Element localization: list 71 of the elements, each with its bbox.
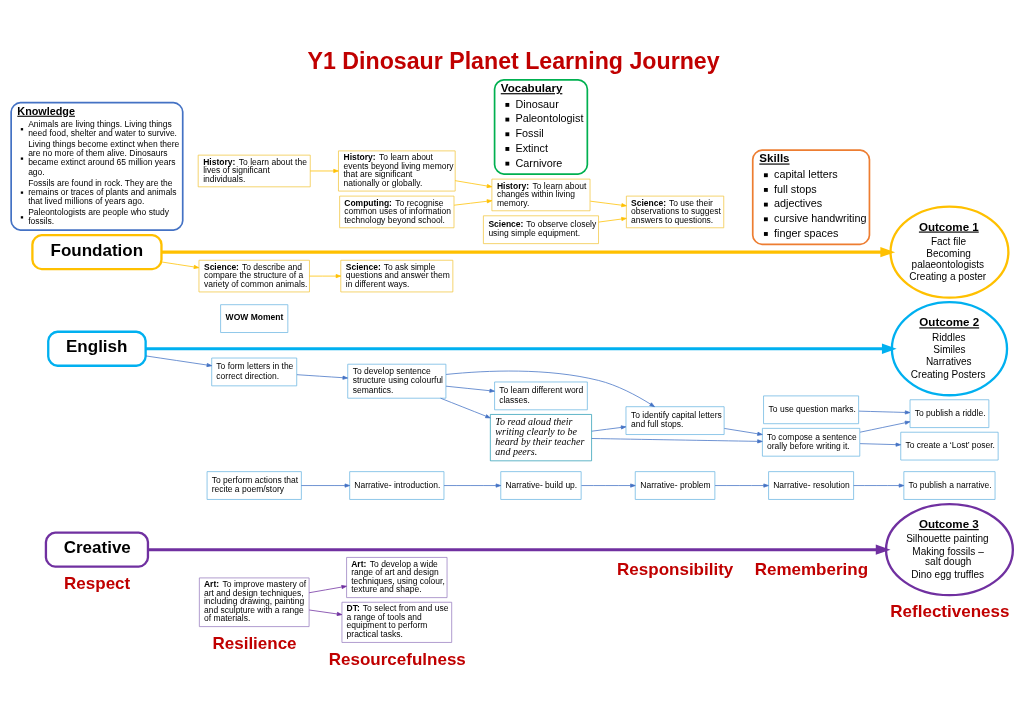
arrow xyxy=(581,483,636,488)
arrow xyxy=(161,261,200,269)
node-box: Vocabulary Dinosaur Paleontologist Fossil Extinct Carnivore xyxy=(493,78,589,175)
node-box: Foundation xyxy=(31,233,163,271)
arrow xyxy=(858,410,911,415)
arrow xyxy=(724,428,763,436)
node-box: To create a ‘Lost’ poser. xyxy=(900,431,999,461)
node-ellipse: Outcome 3 Silhouette painting Making fossils – salt dough Dino egg truffles xyxy=(884,503,1015,597)
node-box: To use question marks. xyxy=(763,395,859,425)
node-box: Science: To describe and compare the structure of a variety of common animals. xyxy=(198,259,310,293)
node-box: Science: To observe closely using simple equipment. xyxy=(483,215,599,244)
node-box: English xyxy=(47,330,147,367)
arrow xyxy=(161,247,896,258)
node-box: Computing: To recognise common uses of information technology beyond school. xyxy=(339,195,455,229)
arrow xyxy=(591,438,763,444)
arrow xyxy=(859,420,911,433)
node-box: To form letters in the correct direction. xyxy=(211,357,298,387)
node-box: Knowledge Animals are living things. Living things need food, shelter and water to survive. Living things become extinct when there are no more of them alive. Dinosaurs became extinct around 65 million years ago. Fossils are found in rock. They are the remains or traces of plants and animals that lived millions of years ago. Paleontologists are people who study fossils. xyxy=(10,101,184,231)
label: Resilience xyxy=(212,634,297,654)
node-box: To identify capital letters and full stops. xyxy=(625,406,725,435)
node-box: Narrative- introduction. xyxy=(349,471,445,500)
arrow xyxy=(145,343,897,354)
arrow xyxy=(309,274,342,279)
node-box: Narrative- resolution xyxy=(768,471,854,500)
arrow xyxy=(445,385,495,393)
arrow xyxy=(589,200,627,208)
arrow xyxy=(148,544,891,555)
arrow xyxy=(859,442,902,447)
label: Respect xyxy=(64,573,131,593)
arrow xyxy=(440,397,491,419)
node-box: Science: To ask simple questions and answer them in different ways. xyxy=(340,259,454,293)
node-box: To develop sentence structure using colourful semantics. xyxy=(347,363,447,399)
arrow xyxy=(853,483,905,488)
node-box: Narrative- build up. xyxy=(500,471,582,500)
node-box: Skills capital letters full stops adjectives cursive handwriting finger spaces xyxy=(751,149,871,246)
label: Reflectiveness xyxy=(890,602,1010,622)
node-box: To perform actions that recite a poem/story xyxy=(206,471,302,500)
node-box: To compose a sentence orally before writing it. xyxy=(762,427,861,457)
arrow xyxy=(309,168,339,173)
arrow xyxy=(445,370,655,408)
node-box: Art: To improve mastery of art and design techniques, including drawing, painting and sculpture with a range of materials. xyxy=(198,577,310,627)
node-box: WOW Moment xyxy=(220,304,289,333)
node-box: Art: To develop a wide range of art and design techniques, using colour, texture and shape. xyxy=(346,557,448,598)
arrow xyxy=(308,585,347,594)
node-box: To learn different word classes. xyxy=(494,381,588,411)
arrow xyxy=(598,217,627,223)
node-box: Creative xyxy=(44,531,150,568)
arrow xyxy=(453,199,493,206)
arrow xyxy=(443,483,502,488)
arrow xyxy=(296,374,348,380)
diagram-title: Y1 Dinosaur Planet Learning Journey xyxy=(307,47,720,74)
node-ellipse: Outcome 1 Fact file Becoming palaeontologists Creating a poster xyxy=(889,205,1010,299)
label: Responsibility xyxy=(617,559,734,579)
node-ellipse: Outcome 2 Riddles Similes Narratives Creating Posters xyxy=(890,301,1009,397)
node-box: Narrative- problem xyxy=(634,471,716,500)
node-box: To read aloud their writing clearly to be heard by their teacher and peers. xyxy=(489,414,592,462)
arrow xyxy=(714,483,769,488)
arrow xyxy=(591,425,627,432)
node-box: To publish a narrative. xyxy=(903,471,996,500)
arrow xyxy=(454,180,493,189)
arrow xyxy=(301,483,350,488)
arrow xyxy=(145,355,213,367)
label: Resourcefulness xyxy=(328,649,466,669)
arrow xyxy=(308,609,343,616)
node-box: Science: To use their observations to suggest answers to questions. xyxy=(626,195,725,229)
node-box: DT: To select from and use a range of tools and equipment to perform practical tasks. xyxy=(341,601,453,643)
label: Remembering xyxy=(754,559,869,579)
node-box: History: To learn about changes within living memory. xyxy=(491,178,591,212)
node-box: History: To learn about events beyond living memory that are significant nationally or globally. xyxy=(338,150,456,192)
node-box: To publish a riddle. xyxy=(909,399,990,428)
node-box: History: To learn about the lives of significant individuals. xyxy=(197,154,311,188)
